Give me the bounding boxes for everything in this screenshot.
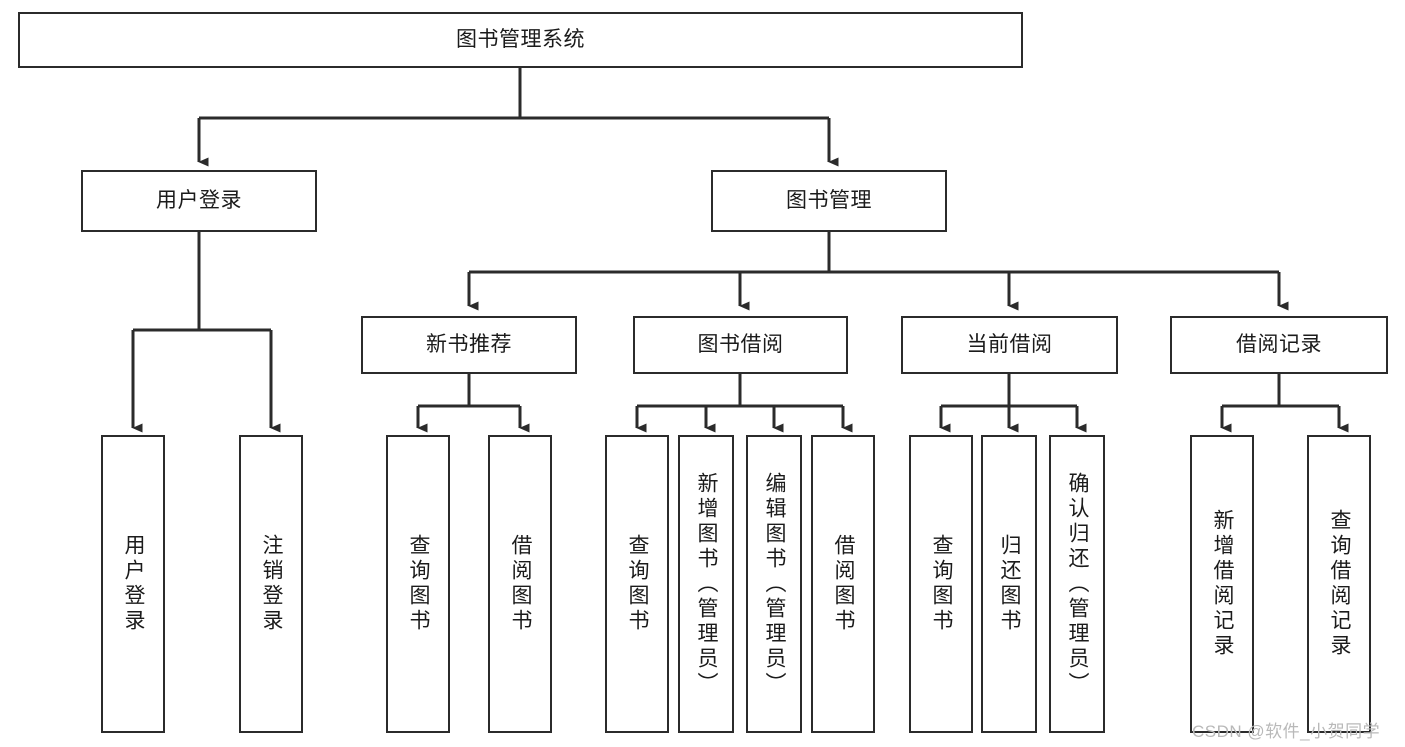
node-book-manage[interactable]: 图书管理 — [711, 170, 947, 232]
node-leaf-query-book-1-label: 查询图书 — [407, 534, 431, 634]
node-leaf-edit-book[interactable]: 编辑图书（管理员） — [746, 435, 802, 733]
node-user-login-label: 用户登录 — [156, 189, 242, 213]
node-current-borrow[interactable]: 当前借阅 — [901, 316, 1118, 374]
node-leaf-add-book[interactable]: 新增图书（管理员） — [678, 435, 734, 733]
node-leaf-return-book-label: 归还图书 — [998, 534, 1022, 634]
node-leaf-user-login[interactable]: 用户登录 — [101, 435, 165, 733]
node-leaf-add-book-label: 新增图书（管理员） — [695, 471, 719, 697]
node-leaf-confirm-return[interactable]: 确认归还（管理员） — [1049, 435, 1105, 733]
node-leaf-return-book[interactable]: 归还图书 — [981, 435, 1037, 733]
node-root[interactable]: 图书管理系统 — [18, 12, 1023, 68]
node-root-label: 图书管理系统 — [456, 28, 585, 52]
node-leaf-edit-book-label: 编辑图书（管理员） — [763, 471, 787, 697]
node-borrow-record[interactable]: 借阅记录 — [1170, 316, 1388, 374]
node-new-book-recommend-label: 新书推荐 — [426, 333, 512, 357]
node-leaf-borrow-book-2[interactable]: 借阅图书 — [811, 435, 875, 733]
node-book-borrow-label: 图书借阅 — [697, 333, 784, 357]
node-leaf-query-book-2-label: 查询图书 — [626, 534, 650, 634]
node-leaf-borrow-book-1-label: 借阅图书 — [509, 534, 533, 634]
node-current-borrow-label: 当前借阅 — [966, 333, 1053, 357]
node-leaf-logout-label: 注销登录 — [260, 534, 284, 634]
node-leaf-borrow-book-2-label: 借阅图书 — [832, 534, 856, 634]
node-leaf-add-record-label: 新增借阅记录 — [1211, 509, 1235, 659]
node-leaf-borrow-book-1[interactable]: 借阅图书 — [488, 435, 552, 733]
node-leaf-query-book-2[interactable]: 查询图书 — [605, 435, 669, 733]
node-leaf-query-record-label: 查询借阅记录 — [1328, 509, 1352, 659]
node-leaf-query-book-1[interactable]: 查询图书 — [386, 435, 450, 733]
node-new-book-recommend[interactable]: 新书推荐 — [361, 316, 577, 374]
node-book-manage-label: 图书管理 — [786, 189, 872, 213]
node-user-login[interactable]: 用户登录 — [81, 170, 317, 232]
node-leaf-query-book-3[interactable]: 查询图书 — [909, 435, 973, 733]
node-borrow-record-label: 借阅记录 — [1236, 333, 1322, 357]
node-leaf-query-record[interactable]: 查询借阅记录 — [1307, 435, 1371, 733]
node-leaf-user-login-label: 用户登录 — [122, 534, 146, 634]
node-book-borrow[interactable]: 图书借阅 — [633, 316, 848, 374]
node-leaf-query-book-3-label: 查询图书 — [930, 534, 954, 634]
node-leaf-logout[interactable]: 注销登录 — [239, 435, 303, 733]
node-leaf-add-record[interactable]: 新增借阅记录 — [1190, 435, 1254, 733]
node-leaf-confirm-return-label: 确认归还（管理员） — [1066, 471, 1090, 697]
